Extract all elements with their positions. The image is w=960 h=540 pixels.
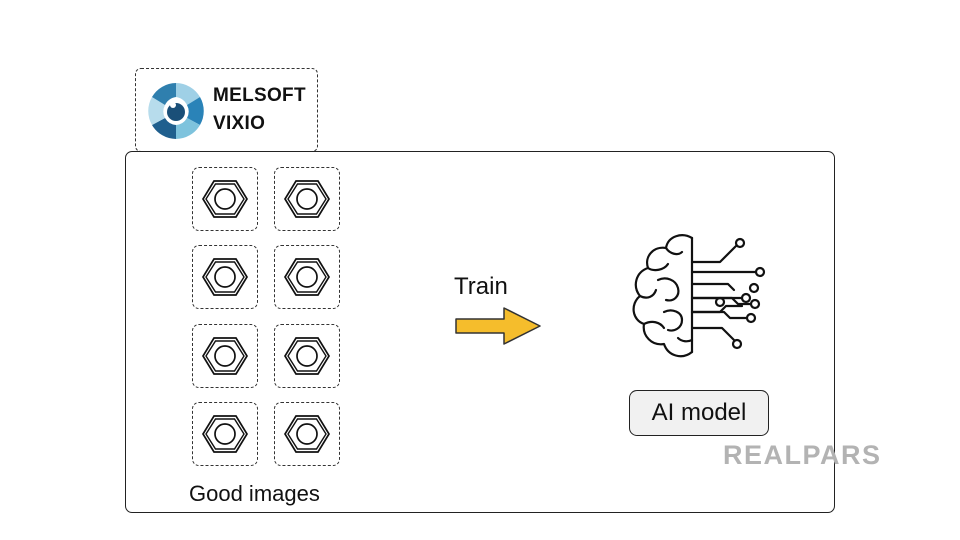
ai-model-box: AI model xyxy=(629,390,769,436)
good-image-tile xyxy=(274,245,340,309)
ai-model-label: AI model xyxy=(651,399,747,426)
realpars-watermark: REALPARS xyxy=(723,440,882,470)
good-image-tile xyxy=(192,324,258,388)
hex-nut-icon xyxy=(284,415,330,453)
arrow-right-icon xyxy=(455,307,541,345)
hex-nut-icon xyxy=(202,415,248,453)
good-image-tile xyxy=(274,167,340,231)
hex-nut-icon xyxy=(202,337,248,375)
hex-nut-icon xyxy=(284,180,330,218)
hex-nut-icon xyxy=(284,337,330,375)
good-image-tile xyxy=(192,402,258,466)
good-image-tile xyxy=(274,402,340,466)
logo-line-2: VIXIO xyxy=(213,113,266,134)
train-label: Train xyxy=(454,273,508,300)
brain-circuit-icon xyxy=(632,234,766,358)
good-image-tile xyxy=(274,324,340,388)
good-image-tile xyxy=(192,245,258,309)
logo-box: MELSOFT VIXIO xyxy=(135,68,318,152)
melsoft-vixio-logo-icon xyxy=(148,83,204,139)
good-image-tile xyxy=(192,167,258,231)
hex-nut-icon xyxy=(284,258,330,296)
logo-wordmark: MELSOFT VIXIO xyxy=(213,82,306,138)
good-images-caption: Good images xyxy=(189,481,320,506)
hex-nut-icon xyxy=(202,258,248,296)
hex-nut-icon xyxy=(202,180,248,218)
logo-line-1: MELSOFT xyxy=(213,85,306,106)
